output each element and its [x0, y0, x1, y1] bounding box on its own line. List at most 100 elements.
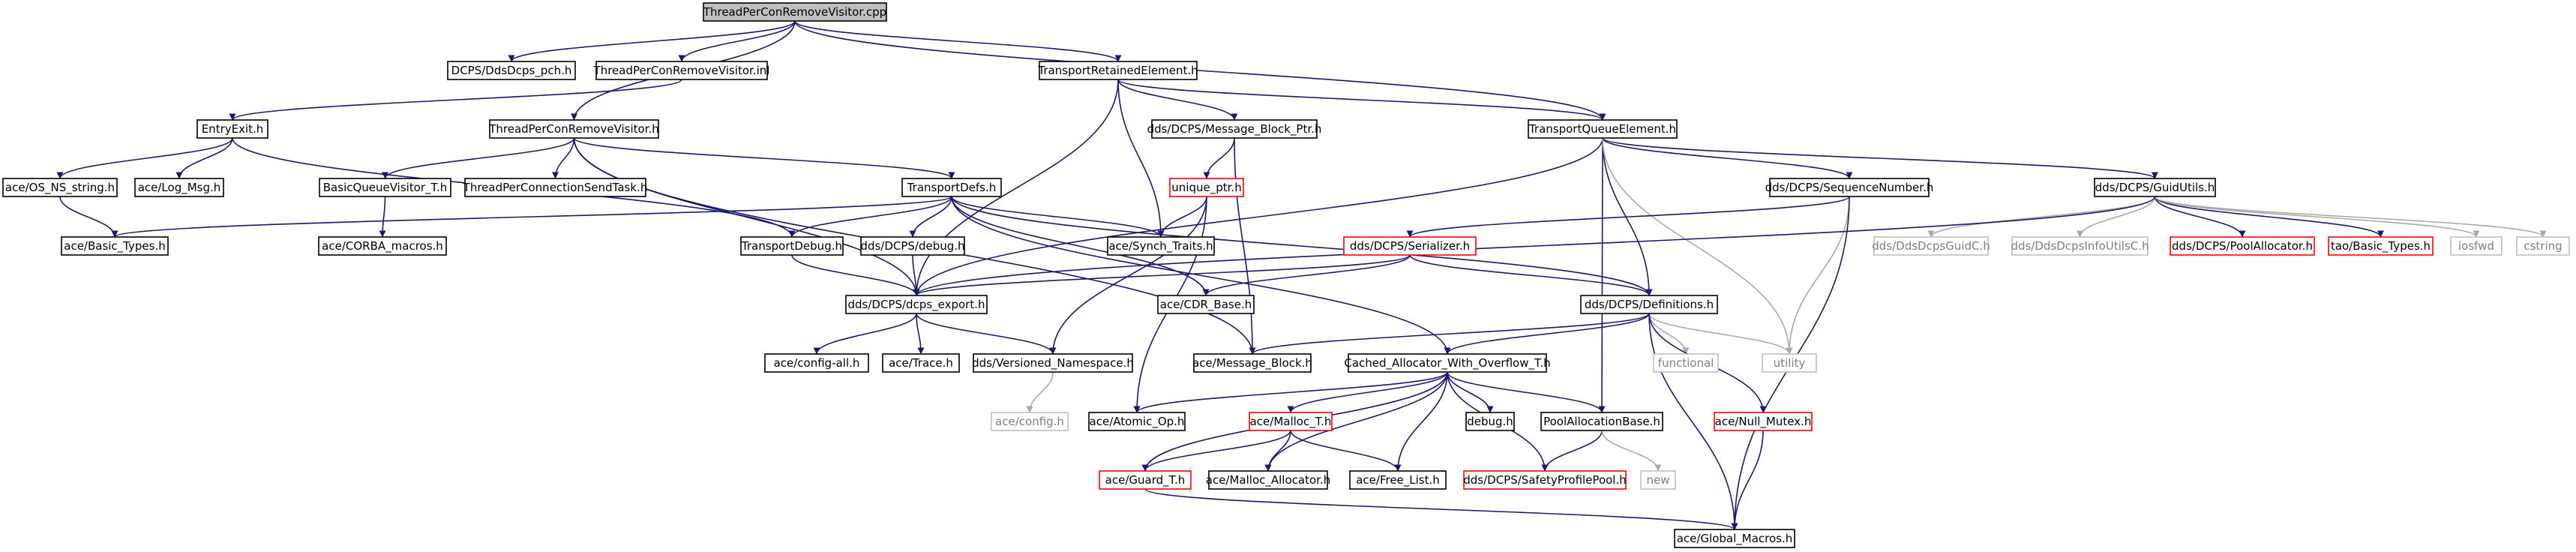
node-debugh[interactable]: debug.h [1465, 412, 1515, 431]
node-entryexit[interactable]: EntryExit.h [196, 119, 268, 139]
node-serializer[interactable]: dds/DCPS/Serializer.h [1343, 236, 1477, 256]
node-tpcst[interactable]: ThreadPerConnectionSendTask.h [463, 178, 648, 197]
node-poolalloc[interactable]: dds/DCPS/PoolAllocator.h [2170, 236, 2315, 256]
edge-bqv-to-corbamacros [379, 196, 386, 238]
edge-definitions-to-utility [1648, 313, 1793, 355]
node-definitions[interactable]: dds/DCPS/Definitions.h [1580, 295, 1718, 314]
edge-tdefs-to-definitions [951, 196, 1653, 296]
node-box-mallocalloc [1208, 470, 1328, 490]
node-pch[interactable]: DCPS/DdsDcps_pch.h [447, 61, 576, 80]
node-label-freelist: ace/Free_List.h [1356, 473, 1440, 488]
node-box-cachedalloc [1348, 353, 1547, 373]
node-box-newh [1640, 470, 1676, 490]
node-bqv[interactable]: BasicQueueVisitor_T.h [319, 178, 451, 197]
node-box-ddsguidc [1873, 236, 1989, 256]
edge-tqe-to-guidutils [1602, 137, 2158, 179]
node-atomicop[interactable]: ace/Atomic_Op.h [1088, 412, 1186, 431]
node-guardt[interactable]: ace/Guard_T.h [1099, 470, 1192, 490]
edge-serializer-to-cdrbase [1202, 254, 1411, 296]
edge-nullmutex-to-globalmacros [1731, 430, 1764, 530]
node-label-inl: ThreadPerConRemoveVisitor.inl [593, 64, 770, 77]
node-iosfwd[interactable]: iosfwd [2450, 236, 2503, 256]
node-globalmacros[interactable]: ace/Global_Macros.h [1674, 529, 1795, 548]
node-box-uniqueptr [1169, 178, 1244, 197]
node-box-safetypool [1463, 470, 1627, 490]
node-box-serializer [1343, 236, 1477, 256]
node-guidutils[interactable]: dds/DCPS/GuidUtils.h [2094, 178, 2216, 197]
node-poolallocbase[interactable]: PoolAllocationBase.h [1540, 412, 1663, 431]
node-box-globalmacros [1674, 529, 1795, 548]
node-functional[interactable]: functional [1653, 353, 1719, 373]
node-synch[interactable]: ace/Synch_Traits.h [1107, 236, 1215, 256]
node-freelist[interactable]: ace/Free_List.h [1349, 470, 1447, 490]
node-safetypool[interactable]: dds/DCPS/SafetyProfilePool.h [1463, 470, 1627, 490]
node-configall[interactable]: ace/config-all.h [764, 353, 869, 373]
node-newh[interactable]: new [1640, 470, 1676, 490]
node-label-msgblock: ace/Message_Block.h [1192, 356, 1312, 370]
node-tdebug[interactable]: TransportDebug.h [740, 236, 844, 256]
node-cdrbase[interactable]: ace/CDR_Base.h [1157, 295, 1255, 314]
node-malloct[interactable]: ace/Malloc_T.h [1249, 412, 1333, 431]
edge-definitions-to-globalmacros [1648, 313, 1738, 530]
node-box-tdebug [740, 236, 844, 256]
node-mbptr[interactable]: dds/DCPS/Message_Block_Ptr.h [1147, 119, 1322, 139]
node-tdefs[interactable]: TransportDefs.h [901, 178, 1002, 197]
node-label-malloct: ace/Malloc_T.h [1250, 415, 1332, 429]
node-msgblock[interactable]: ace/Message_Block.h [1192, 353, 1312, 373]
edge-tdefs-to-tdebug [788, 196, 952, 238]
node-seqnum[interactable]: dds/DCPS/SequenceNumber.h [1765, 178, 1934, 197]
node-tre[interactable]: TransportRetainedElement.h [1037, 61, 1198, 80]
node-cstring[interactable]: cstring [2516, 236, 2570, 256]
node-box-functional [1653, 353, 1719, 373]
node-label-corbamacros: ace/CORBA_macros.h [322, 239, 443, 254]
node-box-entryexit [196, 119, 268, 139]
edge-tdefs-to-cachedalloc [951, 196, 1451, 355]
edge-seqnum-to-utility [1786, 196, 1850, 355]
node-root[interactable]: ThreadPerConRemoveVisitor.cpp [703, 2, 887, 22]
node-box-acebasic [61, 236, 169, 256]
node-box-poolalloc [2170, 236, 2315, 256]
node-nullmutex[interactable]: ace/Null_Mutex.h [1714, 412, 1813, 431]
edge-osns-to-acebasic [59, 196, 118, 238]
node-dcpsexport[interactable]: dds/DCPS/dcps_export.h [845, 295, 988, 314]
node-ddsinfo[interactable]: dds/DdsDcpsInfoUtilsC.h [2011, 236, 2149, 256]
node-corbamacros[interactable]: ace/CORBA_macros.h [318, 236, 447, 256]
node-label-tqe: TransportQueueElement.h [1528, 122, 1676, 136]
node-acebasic[interactable]: ace/Basic_Types.h [61, 236, 169, 256]
node-label-nullmutex: ace/Null_Mutex.h [1715, 415, 1812, 429]
edge-serializer-to-definitions [1409, 254, 1653, 296]
node-box-tpcrv_h [489, 119, 659, 139]
node-mallocalloc[interactable]: ace/Malloc_Allocator.h [1206, 470, 1330, 490]
node-trace[interactable]: ace/Trace.h [882, 353, 960, 373]
node-label-cstring: cstring [2524, 239, 2562, 253]
node-label-iosfwd: iosfwd [2458, 239, 2494, 253]
node-label-debugh: debug.h [1467, 415, 1513, 428]
edge-inl-to-entryexit [229, 79, 682, 121]
node-versioned[interactable]: dds/Versioned_Namespace.h [972, 353, 1134, 373]
node-logmsg[interactable]: ace/Log_Msg.h [134, 178, 224, 197]
edge-malloct-to-freelist [1290, 430, 1402, 472]
node-aceconfig[interactable]: ace/config.h [991, 412, 1069, 431]
node-tqe[interactable]: TransportQueueElement.h [1528, 119, 1678, 139]
edge-serializer-to-dcpsexport [913, 254, 1411, 296]
edge-mbptr-to-uniqueptr [1203, 137, 1235, 179]
node-dcpsdebug[interactable]: dds/DCPS/debug.h [860, 236, 965, 256]
node-label-tdebug: TransportDebug.h [741, 239, 842, 253]
node-label-dcpsdebug: dds/DCPS/debug.h [860, 239, 964, 253]
node-box-cdrbase [1157, 295, 1255, 314]
edge-tre-to-dcpsexport [913, 79, 1119, 296]
node-uniqueptr[interactable]: unique_ptr.h [1169, 178, 1244, 197]
node-cachedalloc[interactable]: Cached_Allocator_With_Overflow_T.h [1344, 353, 1551, 373]
node-ddsguidc[interactable]: dds/DdsDcpsGuidC.h [1872, 236, 1990, 256]
node-label-poolallocbase: PoolAllocationBase.h [1543, 415, 1660, 428]
node-taobasic[interactable]: tao/Basic_Types.h [2328, 236, 2434, 256]
edge-malloct-to-guardt [1141, 430, 1291, 472]
edge-tqe-to-utility [1602, 137, 1793, 355]
edge-tpcrv_h-to-tpcst [552, 137, 575, 179]
node-tpcrv_h[interactable]: ThreadPerConRemoveVisitor.h [488, 119, 659, 139]
edge-tpcrv_h-to-dcpsexport [573, 137, 920, 296]
node-box-root [703, 2, 887, 22]
node-osns[interactable]: ace/OS_NS_string.h [2, 178, 118, 197]
node-utility[interactable]: utility [1762, 353, 1817, 373]
node-inl[interactable]: ThreadPerConRemoveVisitor.inl [593, 61, 770, 80]
